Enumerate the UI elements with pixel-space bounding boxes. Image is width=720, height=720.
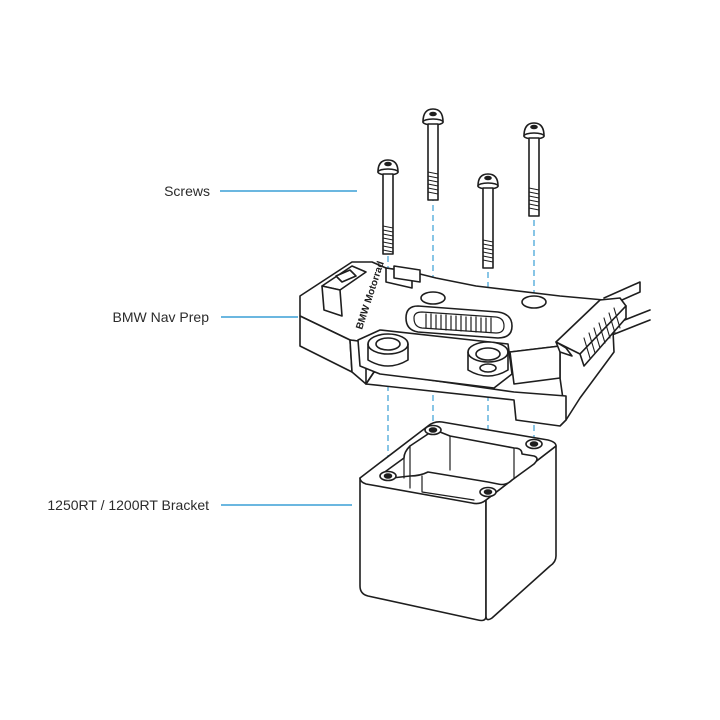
screw — [477, 173, 499, 269]
bracket-right-face — [485, 445, 557, 621]
screws-label: Screws — [164, 183, 210, 199]
nav-prep-label: BMW Nav Prep — [112, 309, 209, 325]
connector-socket — [405, 305, 513, 339]
mount-hole — [420, 291, 446, 305]
callout-lines — [220, 190, 357, 506]
screws — [377, 108, 545, 269]
bracket-label: 1250RT / 1200RT Bracket — [47, 497, 209, 513]
mount-hole — [521, 295, 547, 309]
nav-prep-cradle — [299, 261, 651, 427]
bracket — [359, 421, 557, 622]
screw — [523, 122, 545, 217]
screw — [377, 159, 399, 255]
screw — [422, 108, 444, 201]
cradle-right-ribbed-clip — [555, 297, 627, 367]
